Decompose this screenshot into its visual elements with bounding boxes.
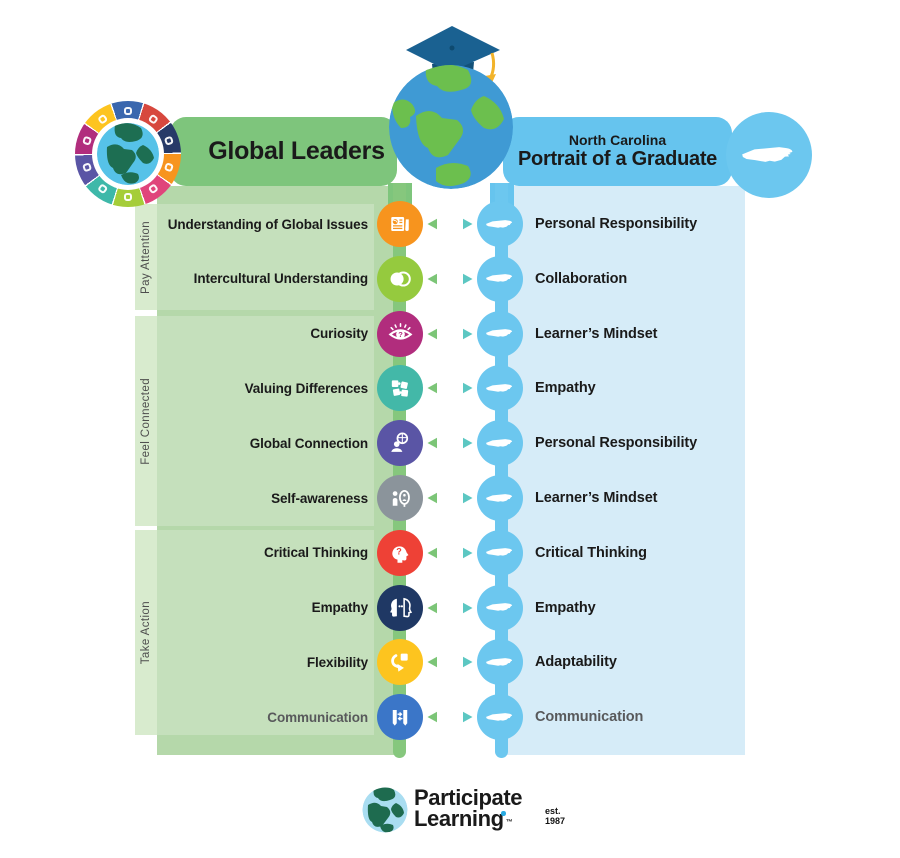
bidirectional-arrow-icon	[426, 435, 474, 451]
global-leaders-attribute-label: Intercultural Understanding	[193, 271, 368, 287]
portrait-attribute-label: Empathy	[535, 599, 596, 616]
portrait-attribute-label: Personal Responsibility	[535, 435, 698, 452]
global-leaders-attribute-label: Critical Thinking	[263, 545, 368, 561]
wheel-globe-icon	[97, 123, 159, 185]
global-leaders-attribute-label: Curiosity	[310, 326, 368, 342]
curious-eye-icon: ?	[377, 310, 423, 357]
bidirectional-arrow-icon	[426, 600, 474, 616]
bidirectional-arrow-icon	[426, 271, 474, 287]
global-leaders-title: Global Leaders	[208, 137, 385, 165]
global-leaders-attribute-label: Empathy	[311, 600, 368, 616]
section-band	[157, 316, 374, 526]
section-label-strip: Pay Attention	[135, 204, 157, 310]
mapping-row: Self-awareness Learner’s Mindset	[0, 475, 900, 521]
mapping-row: Critical Thinking ? Critical Thinking	[0, 529, 900, 576]
north-carolina-state-icon	[477, 365, 523, 412]
section-band	[157, 530, 374, 735]
wheel-segment-icon	[82, 135, 93, 146]
mapping-row: Global Connection Personal Responsibilit…	[0, 420, 900, 467]
bidirectional-arrow-icon	[426, 216, 474, 232]
portrait-attribute-label: Learner’s Mindset	[535, 325, 658, 342]
svg-text:?: ?	[398, 330, 403, 339]
mapping-row: Understanding of Global Issues Personal …	[0, 201, 900, 247]
globe-icon	[389, 65, 513, 189]
newspaper-globe-icon	[377, 201, 423, 247]
section-label-strip: Feel Connected	[135, 316, 157, 526]
bidirectional-arrow-icon	[426, 326, 474, 342]
north-carolina-state-icon	[477, 584, 523, 631]
portrait-attribute-label: Learner’s Mindset	[535, 490, 658, 506]
mapping-row: Flexibility Adaptability	[0, 639, 900, 686]
portrait-attribute-label: Collaboration	[535, 270, 628, 287]
global-leaders-header: Global Leaders	[170, 117, 397, 186]
flex-arrow-icon	[377, 639, 423, 686]
north-carolina-state-icon	[742, 146, 793, 162]
global-leaders-column	[157, 186, 402, 755]
mapping-row: Curiosity ? Learner’s Mindset	[0, 310, 900, 357]
north-carolina-state-icon	[477, 639, 523, 686]
bidirectional-arrow-icon	[426, 545, 474, 561]
trademark-symbol: ™	[505, 819, 513, 826]
mapping-row: Empathy Empathy	[0, 584, 900, 631]
global-leaders-attribute-label: Self-awareness	[271, 490, 368, 506]
communication-icon	[377, 694, 423, 741]
established-text: est. 1987	[545, 806, 566, 826]
north-carolina-state-icon	[477, 475, 523, 521]
portrait-attribute-label: Communication	[535, 709, 644, 726]
global-leaders-attribute-label: Global Connection	[249, 435, 368, 451]
north-carolina-state-icon	[477, 420, 523, 467]
bidirectional-arrow-icon	[426, 380, 474, 396]
puzzle-pieces-icon	[377, 365, 423, 412]
svg-text:?: ?	[396, 547, 402, 557]
portrait-attribute-label: Empathy	[535, 380, 596, 397]
person-globe-icon	[377, 420, 423, 467]
participate-learning-globe-icon	[362, 787, 408, 833]
global-leaders-attribute-label: Understanding of Global Issues	[167, 216, 368, 232]
global-leaders-attribute-label: Valuing Differences	[244, 380, 368, 396]
portrait-header-title: Portrait of a Graduate	[518, 148, 717, 171]
global-leaders-attribute-label: Flexibility	[306, 654, 368, 670]
mapping-row: Communication Communication	[0, 694, 900, 741]
wheel-segment-icon	[163, 162, 174, 173]
north-carolina-state-icon	[477, 201, 523, 247]
portrait-of-graduate-panel	[505, 186, 745, 755]
wheel-segment-icon	[124, 193, 132, 201]
bidirectional-arrow-icon	[426, 490, 474, 506]
wheel-segment-icon	[124, 107, 132, 115]
global-leaders-wheel-logo-icon	[75, 101, 181, 207]
portrait-attribute-label: Adaptability	[535, 654, 617, 671]
portrait-header-subtitle: North Carolina	[568, 131, 667, 148]
north-carolina-state-icon	[477, 694, 523, 741]
global-leaders-attribute-label: Communication	[267, 709, 368, 725]
bidirectional-arrow-icon	[426, 654, 474, 670]
thinking-head-icon: ?	[377, 529, 423, 576]
bidirectional-arrow-icon	[426, 709, 474, 725]
facing-heads-icon	[377, 584, 423, 631]
wheel-segment-icon	[163, 135, 174, 146]
north-carolina-state-icon	[477, 310, 523, 357]
venn-circles-icon	[377, 255, 423, 302]
north-carolina-state-icon	[477, 255, 523, 302]
portrait-attribute-label: Personal Responsibility	[535, 216, 698, 232]
wheel-segment-icon	[82, 162, 93, 173]
north-carolina-state-icon	[477, 529, 523, 576]
portrait-header: North Carolina Portrait of a Graduate	[503, 117, 732, 186]
mapping-row: Valuing Differences Empathy	[0, 365, 900, 412]
mirror-reflection-icon	[377, 475, 423, 521]
brand-line-1: Participate	[414, 785, 523, 810]
portrait-attribute-label: Critical Thinking	[535, 544, 647, 561]
mapping-row: Intercultural Understanding Collaboratio…	[0, 255, 900, 302]
north-carolina-badge	[726, 112, 812, 198]
section-band	[157, 204, 374, 310]
section-label-strip: Take Action	[135, 530, 157, 735]
brand-i-dot	[501, 811, 506, 816]
